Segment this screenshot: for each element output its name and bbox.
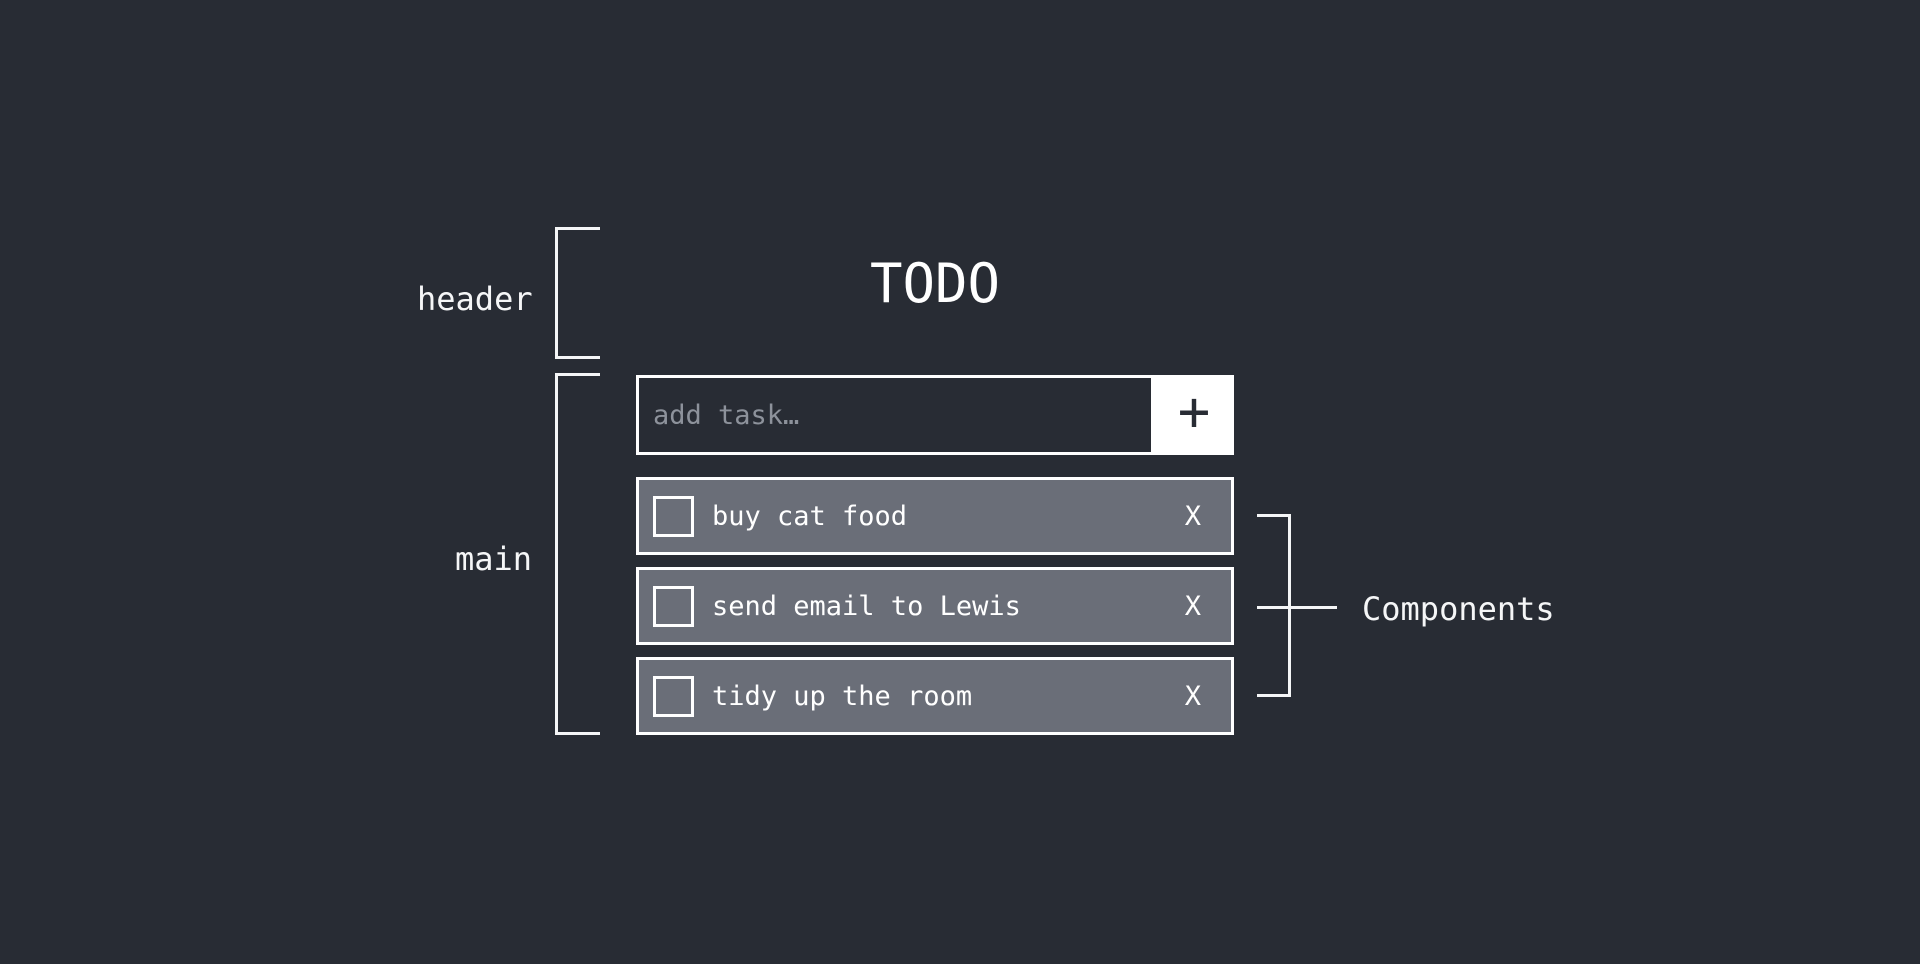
add-task-button[interactable]: + <box>1154 375 1234 455</box>
app-title: TODO <box>869 252 1001 315</box>
todo-item: buy cat food X <box>636 477 1234 555</box>
components-connector-line <box>1257 606 1337 609</box>
todo-app-mockup: + buy cat food X send email to Lewis X t… <box>636 375 1234 735</box>
add-task-input[interactable] <box>636 375 1154 455</box>
header-annotation-label: header <box>417 280 533 318</box>
todo-label: tidy up the room <box>712 680 973 712</box>
delete-todo-button[interactable]: X <box>1184 680 1201 712</box>
todo-label: send email to Lewis <box>712 590 1021 622</box>
todo-checkbox[interactable] <box>653 675 694 717</box>
delete-todo-button[interactable]: X <box>1184 500 1201 532</box>
todo-label: buy cat food <box>712 500 908 532</box>
header-bracket-line <box>555 227 600 359</box>
add-task-row: + <box>636 375 1234 455</box>
main-annotation-label: main <box>455 540 533 578</box>
todo-checkbox[interactable] <box>653 585 694 627</box>
delete-todo-button[interactable]: X <box>1184 590 1201 622</box>
components-bracket-line <box>1257 514 1291 697</box>
todo-item: send email to Lewis X <box>636 567 1234 645</box>
main-bracket-line <box>555 373 600 735</box>
todo-item: tidy up the room X <box>636 657 1234 735</box>
components-annotation-label: Components <box>1362 590 1555 628</box>
todo-checkbox[interactable] <box>653 495 694 537</box>
